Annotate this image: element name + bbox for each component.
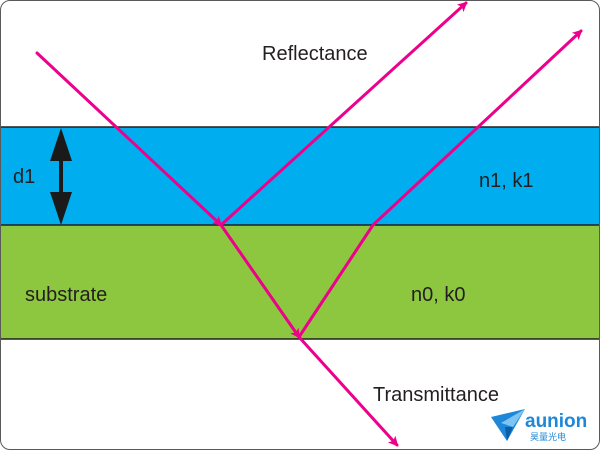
reflectance-label: Reflectance	[262, 43, 368, 65]
transmittance-label: Transmittance	[373, 384, 499, 406]
internal-reflected-ray	[297, 29, 583, 339]
thickness-arrow	[50, 128, 72, 225]
incident-ray	[35, 51, 223, 227]
film-layer	[1, 127, 599, 225]
substrate-layer	[1, 225, 599, 339]
substrate-constants-label: n0, k0	[411, 284, 465, 306]
light-rays	[35, 1, 583, 447]
logo-subtitle: 昊量光电	[530, 431, 566, 443]
substrate-label: substrate	[25, 284, 107, 306]
logo-name: aunion	[525, 411, 587, 432]
film-constants-label: n1, k1	[479, 170, 533, 192]
brand-logo: aunion 昊量光电	[491, 409, 587, 443]
thickness-label: d1	[13, 166, 35, 188]
paper-plane-icon	[491, 409, 525, 441]
refracted-ray	[219, 223, 301, 339]
reflected-ray	[219, 1, 468, 227]
transmitted-ray	[297, 335, 399, 447]
